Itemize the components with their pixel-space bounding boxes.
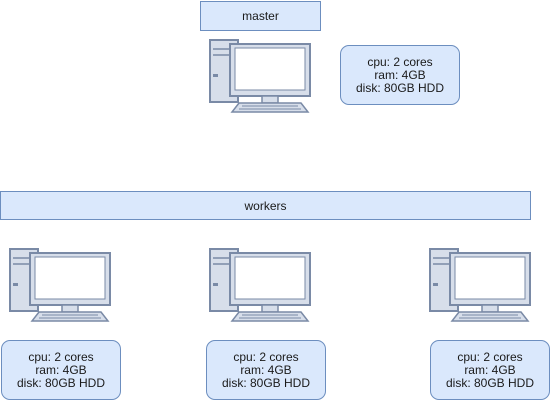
- disk-spec: disk: 80GB HDD: [445, 375, 535, 390]
- ram-spec: ram: 4GB: [464, 362, 516, 377]
- desktop-computer-icon: [429, 248, 531, 322]
- worker-2-computer-icon: [209, 248, 311, 322]
- ram-spec: ram: 4GB: [374, 67, 426, 82]
- disk-spec: disk: 80GB HDD: [221, 375, 311, 390]
- cpu-spec: cpu: 2 cores: [28, 349, 94, 364]
- workers-label-text: workers: [244, 198, 287, 213]
- cpu-spec: cpu: 2 cores: [367, 54, 433, 69]
- worker-3-spec-box: cpu: 2 cores ram: 4GB disk: 80GB HDD: [430, 340, 550, 400]
- cpu-spec: cpu: 2 cores: [457, 349, 523, 364]
- worker-3-computer-icon: [429, 248, 531, 322]
- desktop-computer-icon: [9, 248, 111, 322]
- master-computer-icon: [209, 39, 311, 113]
- desktop-computer-icon: [209, 248, 311, 322]
- worker-2-spec-box: cpu: 2 cores ram: 4GB disk: 80GB HDD: [206, 340, 326, 400]
- disk-spec: disk: 80GB HDD: [16, 375, 106, 390]
- master-label-text: master: [242, 9, 279, 23]
- ram-spec: ram: 4GB: [240, 362, 292, 377]
- desktop-computer-icon: [209, 39, 311, 113]
- workers-label: workers: [0, 191, 531, 220]
- master-spec-box: cpu: 2 cores ram: 4GB disk: 80GB HDD: [340, 45, 460, 105]
- ram-spec: ram: 4GB: [35, 362, 87, 377]
- worker-1-computer-icon: [9, 248, 111, 322]
- disk-spec: disk: 80GB HDD: [355, 80, 445, 95]
- master-label: master: [200, 1, 321, 31]
- worker-1-spec-box: cpu: 2 cores ram: 4GB disk: 80GB HDD: [1, 340, 121, 400]
- cpu-spec: cpu: 2 cores: [233, 349, 299, 364]
